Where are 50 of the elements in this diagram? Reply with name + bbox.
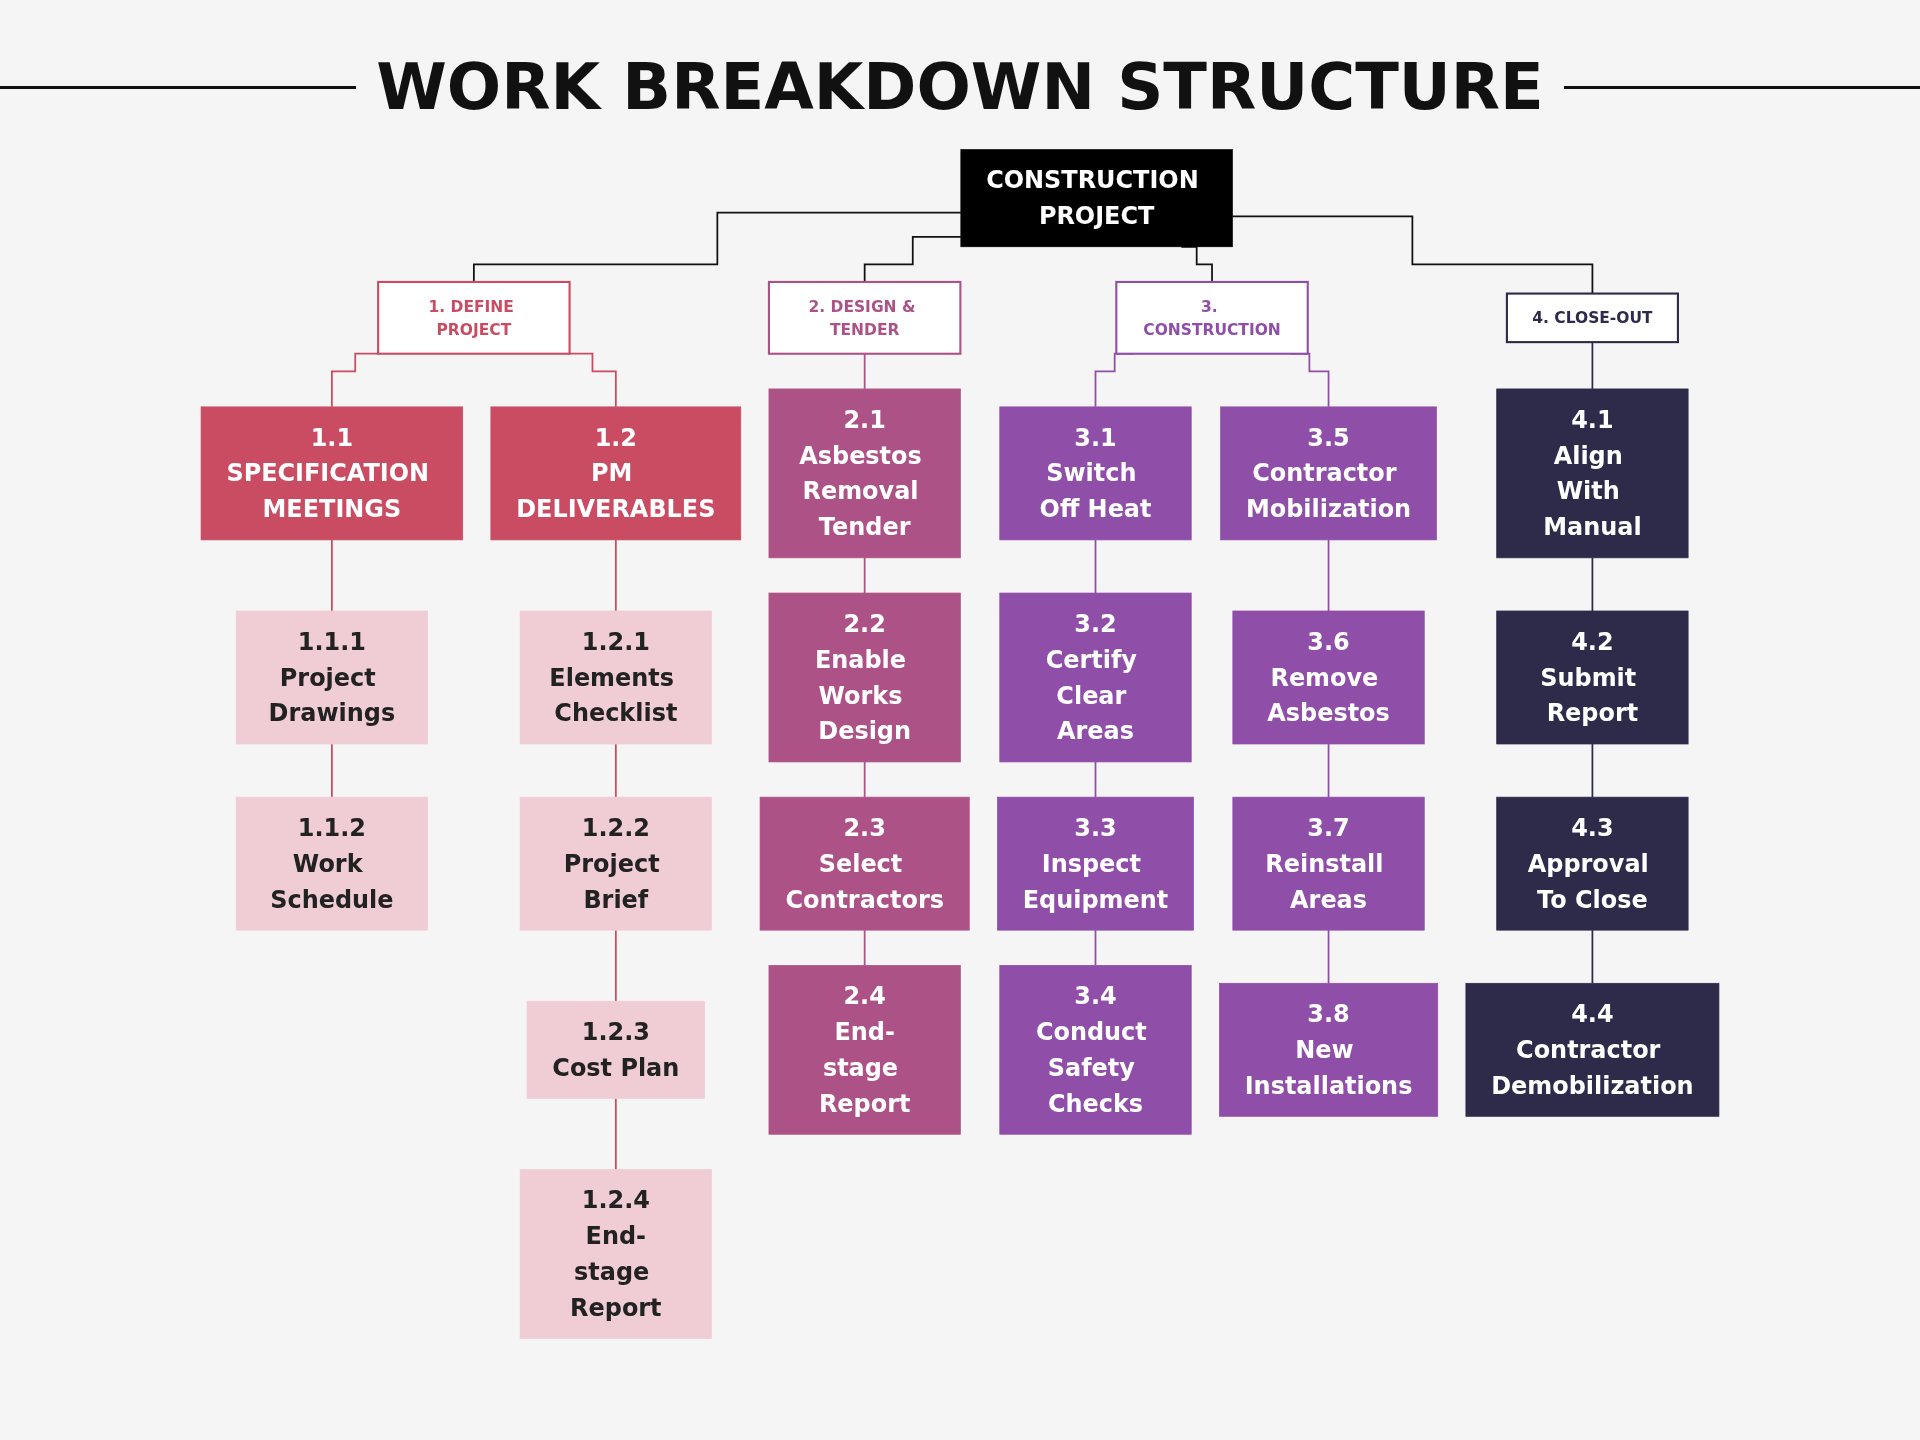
- connector: [331, 352, 380, 408]
- node-box: 4.1 Align With Manual: [1496, 388, 1689, 559]
- node-box: 1.2.4 End-stage Report: [519, 1169, 712, 1339]
- node-box: 1. DEFINE PROJECT: [377, 280, 571, 355]
- title: WORK BREAKDOWN STRUCTURE: [376, 50, 1544, 124]
- connector: [1094, 929, 1097, 967]
- node-box: 2.1 Asbestos Removal Tender: [768, 388, 961, 559]
- connector: [1094, 539, 1097, 594]
- node-box: 4. CLOSE-OUT: [1505, 292, 1679, 344]
- node-box: 4.3 Approval To Close: [1496, 796, 1689, 931]
- connector: [1327, 539, 1330, 612]
- node-box: 1.2.3 Cost Plan: [526, 1000, 705, 1099]
- connector: [863, 556, 866, 594]
- node-box: 2.3 Select Contractors: [759, 796, 970, 931]
- node-box: 3.5 Contractor Mobilization: [1220, 406, 1437, 541]
- node-box: 3.4 Conduct Safety Checks: [999, 965, 1192, 1135]
- connector: [863, 929, 866, 967]
- node-box: 1.2 PM DELIVERABLES: [490, 406, 742, 541]
- connector: [1094, 761, 1097, 798]
- connector: [614, 1097, 617, 1171]
- connector: [331, 743, 333, 798]
- node-box: 3.1 Switch Off Heat: [999, 406, 1192, 541]
- connector: [614, 539, 617, 612]
- node-box: 3.3 Inspect Equipment: [997, 796, 1194, 931]
- node-box: 3.2 Certify Clear Areas: [999, 592, 1192, 763]
- node-box: 2. DESIGN & TENDER: [767, 280, 962, 355]
- connector: [614, 929, 617, 1003]
- node-box: 3.6 Remove Asbestos: [1232, 610, 1425, 745]
- connector: [863, 761, 866, 798]
- node-box: 4.4 Contractor Demobilization: [1465, 982, 1720, 1117]
- connector: [1591, 929, 1594, 985]
- node-box: 4.2 Submit Report: [1496, 610, 1689, 745]
- node-box: 1.2.2 Project Brief: [519, 796, 712, 931]
- connector: [568, 352, 617, 408]
- connector: [331, 539, 333, 612]
- node-box: 1.1 SPECIFICATION MEETINGS: [200, 406, 464, 541]
- node-box: 3. CONSTRUCTION: [1115, 280, 1309, 355]
- node-box: 3.7 Reinstall Areas: [1232, 796, 1425, 931]
- connector: [1327, 929, 1330, 985]
- node-box: 1.2.1 Elements Checklist: [519, 610, 712, 745]
- connector: [614, 743, 617, 798]
- connector: [1591, 556, 1594, 612]
- connector: [1327, 743, 1330, 798]
- node-box: 1.1.2 Work Schedule: [235, 796, 428, 931]
- node-box: 1.1.1 Project Drawings: [235, 610, 428, 745]
- node-box: 2.2 Enable Works Design: [768, 592, 961, 763]
- node-box: 2.4 End-stage Report: [768, 965, 961, 1135]
- node-box: 3.8 New Installations: [1219, 982, 1439, 1117]
- node-box: CONSTRUCTION PROJECT: [960, 149, 1233, 248]
- connector: [1591, 743, 1594, 798]
